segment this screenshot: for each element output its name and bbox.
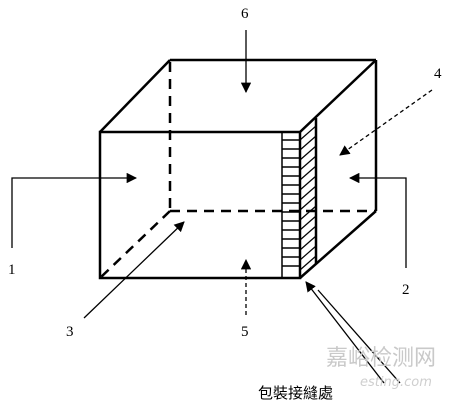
arrow-2-right: [348, 172, 407, 268]
hidden-left-bottom: [99, 210, 171, 279]
seam-strip: [281, 132, 301, 278]
front-face: [98, 130, 302, 280]
arrow-1-front: [11, 172, 138, 248]
watermark-text: 嘉峪检测网: [326, 346, 436, 371]
solid-arrows: [11, 30, 407, 384]
box-outline: [98, 58, 378, 280]
label-6: 6: [241, 6, 249, 22]
hidden-edges: [99, 62, 376, 279]
seam-side-hatching: [299, 125, 317, 271]
seam-pointer-second-line: [317, 289, 401, 384]
label-2: 2: [402, 282, 410, 298]
label-4: 4: [434, 66, 442, 82]
arrow-3-bottom: [83, 221, 185, 319]
top-left-edge: [99, 59, 171, 133]
top-right-edge: [299, 59, 377, 133]
arrow-4-back: [339, 89, 433, 156]
label-5: 5: [241, 324, 249, 340]
dashed-arrows: [240, 89, 433, 315]
label-3: 3: [66, 324, 74, 340]
right-bottom-edge: [299, 210, 377, 279]
arrow-seam: [305, 281, 385, 384]
label-1: 1: [8, 262, 16, 278]
seam-caption: 包裝接縫處: [258, 384, 333, 402]
watermark-url: esting.com: [360, 375, 432, 390]
